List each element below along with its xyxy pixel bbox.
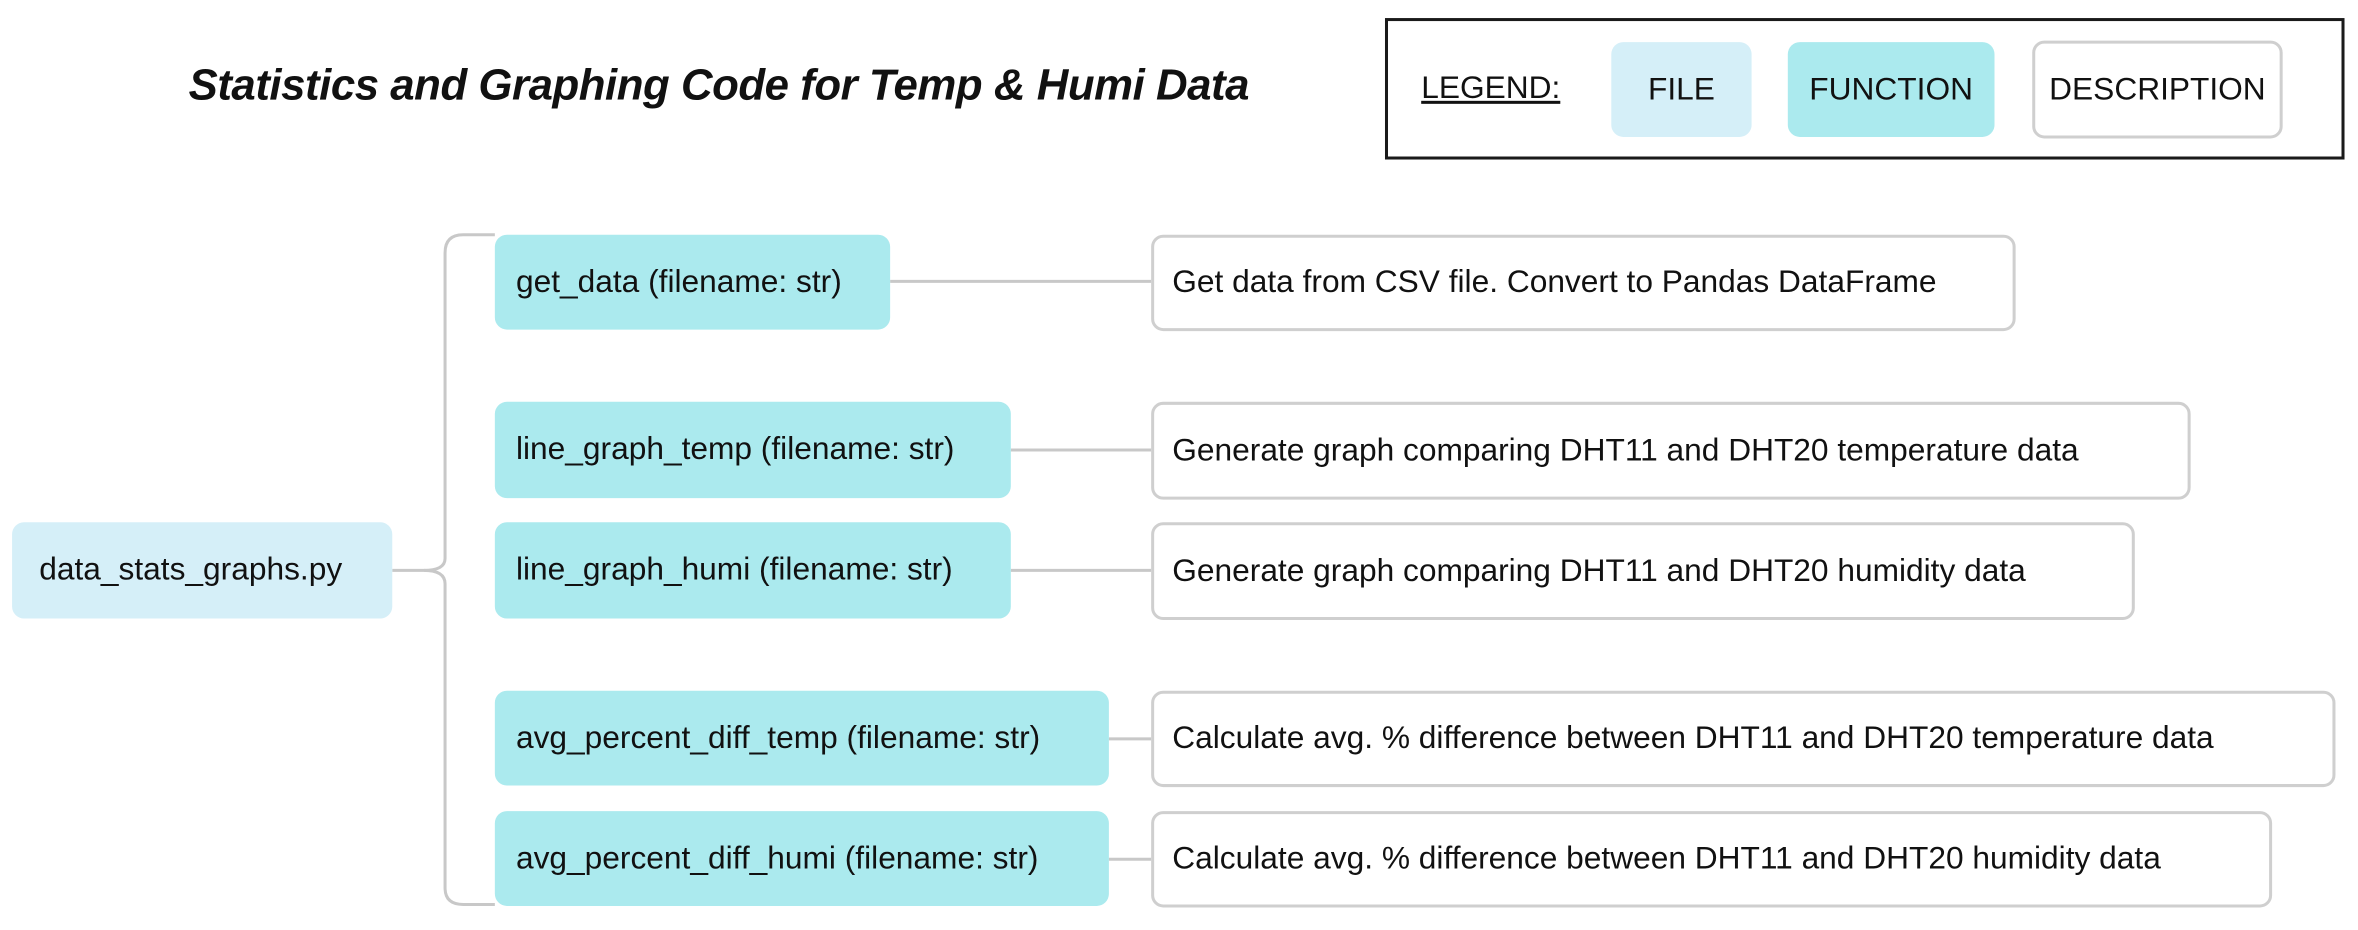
function-node: line_graph_humi (filename: str) [494, 522, 1011, 619]
description-node: Get data from CSV file. Convert to Panda… [1151, 234, 2016, 332]
function-node: avg_percent_diff_humi (filename: str) [494, 811, 1109, 906]
description-node: Generate graph comparing DHT11 and DHT20… [1151, 401, 2191, 500]
legend-file-swatch: FILE [1611, 42, 1752, 137]
file-node: data_stats_graphs.py [12, 522, 393, 619]
function-node: line_graph_temp (filename: str) [494, 401, 1011, 499]
legend-description-swatch: DESCRIPTION [2032, 40, 2283, 139]
legend-label: LEGEND: [1421, 70, 1561, 106]
description-node: Calculate avg. % difference between DHT1… [1151, 811, 2273, 908]
bracket-connector-lower [423, 568, 495, 906]
legend-box [1384, 18, 2345, 160]
diagram-title: Statistics and Graphing Code for Temp & … [188, 61, 1250, 110]
function-node: avg_percent_diff_temp (filename: str) [494, 690, 1109, 786]
bracket-connector [392, 233, 495, 572]
description-node: Calculate avg. % difference between DHT1… [1151, 690, 2336, 788]
function-node: get_data (filename: str) [494, 234, 891, 330]
legend-function-swatch: FUNCTION [1787, 42, 1995, 137]
description-node: Generate graph comparing DHT11 and DHT20… [1151, 522, 2135, 621]
